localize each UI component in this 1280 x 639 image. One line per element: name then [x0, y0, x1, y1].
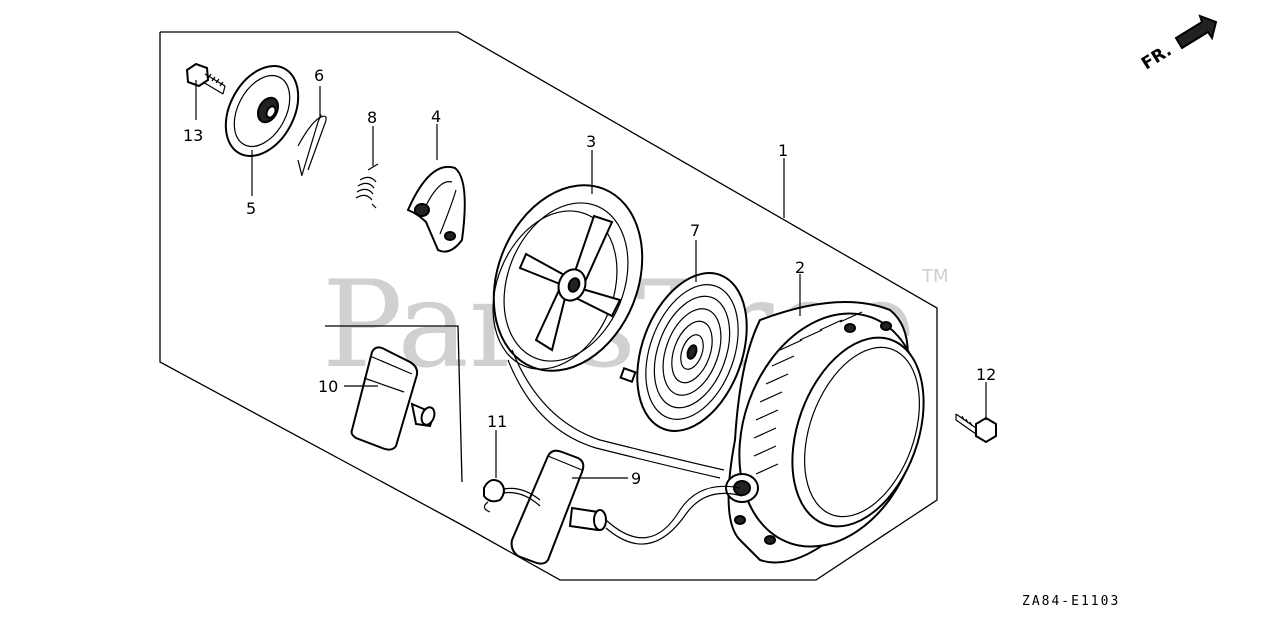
- part-13-bolt: [185, 62, 226, 95]
- callout-9: 9: [631, 469, 641, 488]
- callout-8: 8: [367, 108, 377, 127]
- callout-2: 2: [795, 258, 805, 277]
- arrow-right-icon: [1174, 14, 1218, 50]
- callout-leaders: [195, 80, 987, 479]
- part-12-flange-bolt: [955, 413, 997, 444]
- starter-case-vents: [753, 311, 863, 475]
- part-7-recoil-spring: [619, 272, 748, 432]
- watermark-trademark: TM: [921, 266, 949, 287]
- assembly-outline: [159, 31, 938, 581]
- callout-12: 12: [976, 365, 996, 384]
- front-direction-arrow: FR.: [1138, 14, 1218, 75]
- part-10-starter-grip: [350, 346, 436, 451]
- callout-5: 5: [246, 199, 256, 218]
- callout-11: 11: [487, 412, 507, 431]
- front-direction-label: FR.: [1138, 41, 1175, 75]
- part-9-starter-grip-rope: [497, 449, 743, 565]
- callout-4: 4: [431, 107, 441, 126]
- starter-rope: [507, 349, 725, 479]
- part-8-ratchet-spring: [355, 163, 379, 209]
- callout-7: 7: [690, 221, 700, 240]
- part-5-friction-plate: [224, 65, 300, 157]
- part-4-ratchet: [406, 165, 466, 253]
- part-2-starter-case: [725, 301, 925, 564]
- diagram-code: ZA84-E1103: [1022, 594, 1120, 609]
- callout-13: 13: [183, 126, 203, 145]
- callout-labels: 1 2 3 4 5 6 7 8 9 10 11 12 13: [183, 66, 996, 488]
- callout-10: 10: [318, 377, 338, 396]
- callout-6: 6: [314, 66, 324, 85]
- part-11-rope-knot: [483, 479, 505, 513]
- part-6-friction-spring: [297, 114, 327, 177]
- callout-1: 1: [778, 141, 788, 160]
- callout-3: 3: [586, 132, 596, 151]
- part-3-reel: [492, 184, 644, 372]
